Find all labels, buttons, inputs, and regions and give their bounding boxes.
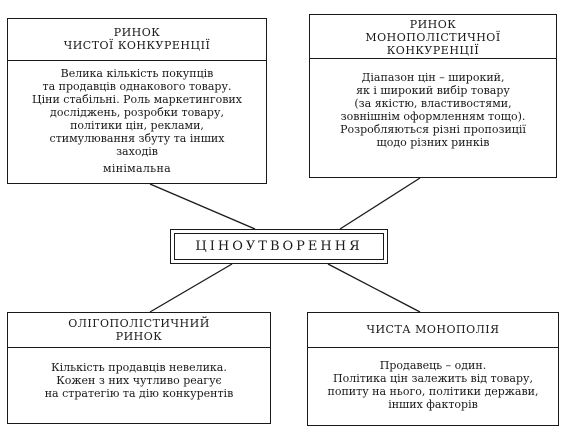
body-line: Політика цін залежить від товару, <box>332 372 533 385</box>
pricing-label: ЦІНОУТВОРЕННЯ <box>174 233 384 260</box>
pure-monopoly-box: ЧИСТА МОНОПОЛІЯ Продавець – один. Політи… <box>307 312 559 426</box>
body-line: Ціни стабільні. Роль маркетингових <box>32 93 242 106</box>
title-line: ЧИСТОЇ КОНКУРЕНЦІЇ <box>63 39 211 52</box>
connector-bottom-right <box>327 263 421 313</box>
body-line: інших факторів <box>388 398 478 411</box>
monopolistic-competition-box: РИНОК МОНОПОЛІСТИЧНОЇ КОНКУРЕНЦІЇ Діапаз… <box>309 14 557 178</box>
body-line: щодо різних ринків <box>376 136 490 149</box>
body-line: попиту на нього, політики держави, <box>327 385 539 398</box>
body-line: Кожен з них чутливо реагує <box>56 374 222 387</box>
connector-top-left <box>149 183 256 230</box>
body-line: Діапазон цін – широкий, <box>361 71 505 84</box>
body-line: та продавців однакового товару. <box>42 80 232 93</box>
body-line: досліджень, розробки товару, <box>50 106 224 119</box>
connector-top-right <box>339 177 421 230</box>
title-line: ЧИСТА МОНОПОЛІЯ <box>366 323 500 336</box>
body-line: Кількість продавців невелика. <box>51 361 227 374</box>
perfect-competition-footnote: мінімальна <box>103 162 171 175</box>
oligopoly-box: ОЛІГОПОЛІСТИЧНИЙ РИНОК Кількість продавц… <box>7 312 271 424</box>
oligopoly-description: Кількість продавців невелика. Кожен з ни… <box>8 348 270 400</box>
perfect-competition-title: РИНОК ЧИСТОЇ КОНКУРЕНЦІЇ <box>8 19 266 61</box>
body-line: стимулювання збуту та інших <box>49 132 225 145</box>
pricing-box: ЦІНОУТВОРЕННЯ <box>170 229 388 264</box>
body-line: Розробляються різні пропозиції <box>340 123 526 136</box>
perfect-competition-description: Велика кількість покупців та продавців о… <box>8 61 266 158</box>
monopolistic-competition-description: Діапазон цін – широкий, як і широкий виб… <box>310 59 556 149</box>
pure-monopoly-title: ЧИСТА МОНОПОЛІЯ <box>308 313 558 348</box>
body-line: Продавець – один. <box>379 359 487 372</box>
body-line: Велика кількість покупців <box>60 67 214 80</box>
connector-bottom-left <box>149 263 233 313</box>
title-line: РИНОК <box>115 330 163 343</box>
title-line: РИНОК <box>113 26 161 39</box>
title-line: ОЛІГОПОЛІСТИЧНИЙ <box>68 317 210 330</box>
oligopoly-title: ОЛІГОПОЛІСТИЧНИЙ РИНОК <box>8 313 270 348</box>
body-line: заходів <box>116 145 158 158</box>
body-line: на стратегію та дію конкурентів <box>44 387 234 400</box>
monopolistic-competition-title: РИНОК МОНОПОЛІСТИЧНОЇ КОНКУРЕНЦІЇ <box>310 15 556 59</box>
body-line: політики цін, реклами, <box>70 119 204 132</box>
pure-monopoly-description: Продавець – один. Політика цін залежить … <box>308 348 558 411</box>
perfect-competition-box: РИНОК ЧИСТОЇ КОНКУРЕНЦІЇ Велика кількіст… <box>7 18 267 184</box>
title-line: МОНОПОЛІСТИЧНОЇ <box>365 31 501 44</box>
body-line: (за якістю, властивостями, <box>354 97 512 110</box>
body-line: як і широкий вибір товару <box>356 84 510 97</box>
body-line: зовнішнім оформленням тощо). <box>340 110 526 123</box>
title-line: КОНКУРЕНЦІЇ <box>386 44 480 57</box>
title-line: РИНОК <box>409 18 457 31</box>
